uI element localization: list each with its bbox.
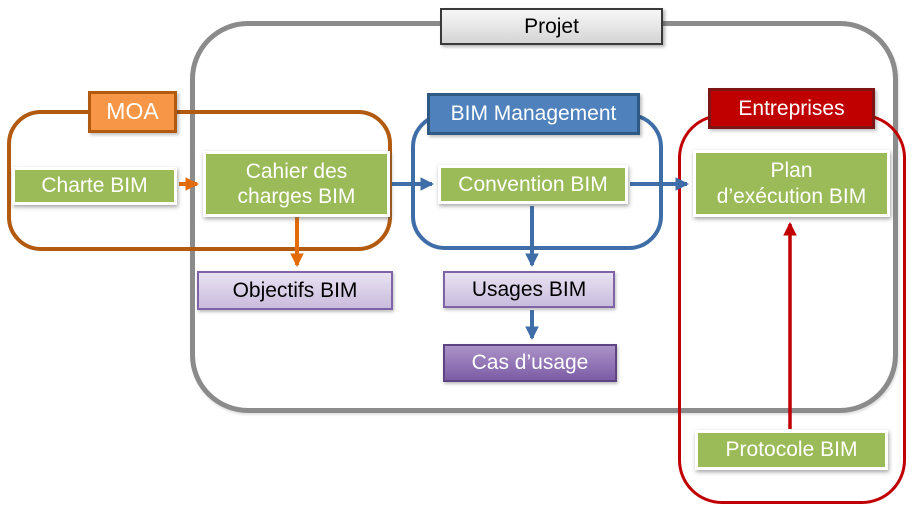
plan-execution-bim-label: Plan d’exécution BIM [716, 159, 867, 208]
usages-bim-label: Usages BIM [471, 277, 587, 301]
node-usages-bim: Usages BIM [443, 271, 615, 308]
projet-title: Projet [440, 8, 663, 45]
group-label-moa: MOA [88, 91, 177, 133]
node-charte-bim: Charte BIM [12, 167, 177, 205]
cahier-des-charges-bim-label: Cahier des charges BIM [237, 159, 356, 208]
protocole-bim-label: Protocole BIM [725, 438, 858, 462]
node-protocole-bim: Protocole BIM [695, 430, 888, 470]
bim-management-label: BIM Management [450, 102, 617, 126]
node-objectifs-bim: Objectifs BIM [197, 271, 393, 310]
group-label-entreprises: Entreprises [708, 88, 875, 129]
objectifs-bim-label: Objectifs BIM [232, 278, 358, 302]
group-label-bim-management: BIM Management [427, 93, 640, 135]
moa-container-outline [7, 110, 392, 251]
convention-bim-label: Convention BIM [458, 172, 608, 196]
cas-d-usage-label: Cas d’usage [471, 351, 589, 375]
projet-title-label: Projet [524, 14, 579, 38]
moa-label: MOA [106, 98, 159, 125]
charte-bim-label: Charte BIM [41, 174, 148, 198]
node-plan-execution-bim: Plan d’exécution BIM [693, 150, 890, 217]
node-cahier-des-charges-bim: Cahier des charges BIM [203, 151, 390, 217]
entreprises-label: Entreprises [738, 96, 845, 120]
node-convention-bim: Convention BIM [438, 165, 628, 204]
node-cas-d-usage: Cas d’usage [443, 344, 617, 382]
